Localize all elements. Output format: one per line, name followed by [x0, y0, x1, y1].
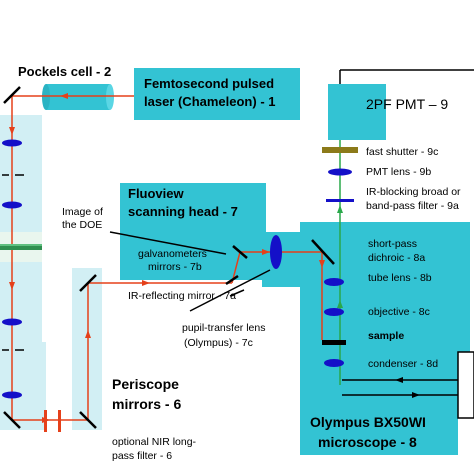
ir-block-label-line2: band-pass filter - 9a [366, 200, 459, 212]
short-pass-label-line2: dichroic - 8a [368, 252, 426, 264]
fluoview-label-line2: scanning head - 7 [128, 204, 238, 219]
pupil-lens-label-line2: (Olympus) - 7c [184, 337, 253, 349]
pockels-cell-label: Pockels cell - 2 [18, 64, 112, 79]
ir-block-filter-bar [326, 199, 354, 202]
nir-filter-right [58, 410, 61, 432]
fluoview-box [120, 183, 266, 280]
short-pass-label-line1: short-pass [368, 238, 418, 250]
tube-lens-label: tube lens - 8b [368, 272, 432, 284]
connector-lines [109, 69, 474, 398]
laser-label-line1: Femtosecond pulsed [144, 76, 275, 91]
mirrors [3, 86, 335, 429]
fluoview-label-line1: Fluoview [128, 186, 184, 201]
pmt-box [328, 84, 386, 140]
periscope-label-line2: mirrors - 6 [112, 396, 182, 412]
nir-filter-label-line1: optional NIR long- [112, 436, 197, 448]
pmt-lens-label: PMT lens - 9b [366, 166, 432, 178]
doe-element [0, 244, 42, 250]
lenses [2, 139, 352, 399]
condenser-label: condenser - 8d [368, 358, 439, 370]
pockels-cell [42, 84, 114, 110]
periscope-label-line1: Periscope [112, 376, 179, 392]
sample-label: sample [368, 330, 405, 342]
fast-shutter-bar [322, 147, 358, 153]
galvo-label-line2: mirrors - 7b [148, 261, 202, 273]
olympus-label-line1: Olympus BX50WI [310, 414, 426, 430]
nir-filter [44, 410, 47, 432]
sample-bar [322, 340, 346, 345]
ir-mirror-label: IR-reflecting mirror - 7a [128, 290, 236, 302]
lower-box-panel [0, 342, 46, 430]
right-white-panel [457, 351, 474, 419]
laser-label-line2: laser (Chameleon) - 1 [144, 94, 276, 109]
pmt-label: 2PF PMT – 9 [366, 96, 449, 112]
doe-label-line1: Image of [62, 206, 103, 218]
shutter-label: fast shutter - 9c [366, 146, 439, 158]
pupil-lens-box [262, 232, 302, 287]
laser-box [134, 68, 300, 120]
pupil-lens-label-line1: pupil-transfer lens [182, 322, 266, 334]
olympus-label-line2: microscope - 8 [318, 434, 417, 450]
periscope-panel [72, 268, 102, 430]
apertures [2, 174, 24, 351]
doe-label-line2: the DOE [62, 219, 103, 231]
nir-filter-label-line2: pass filter - 6 [112, 450, 173, 462]
galvo-label-line1: galvanometers [138, 248, 207, 260]
ir-block-label-line1: IR-blocking broad or [366, 186, 461, 198]
objective-label: objective - 8c [368, 306, 430, 318]
